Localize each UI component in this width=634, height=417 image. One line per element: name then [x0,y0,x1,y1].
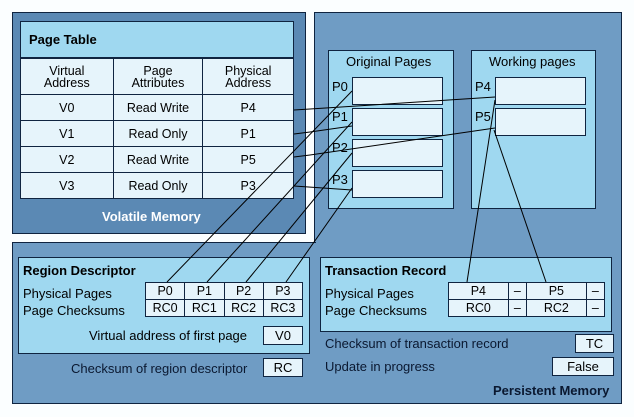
header-line: Virtual [49,63,85,78]
tr-checksum-cell: – [585,299,606,317]
page-table-title: Page Table [29,32,97,47]
virtual-address-cell: V1 [20,120,114,147]
tr-checksum-label: Checksum of transaction record [325,336,509,351]
rd-physical-pages-label: Physical Pages [23,286,112,301]
volatile-memory-label: Volatile Memory [102,209,201,224]
tr-checksum-value: TC [575,334,614,353]
first-page-label: Virtual address of first page [89,328,248,343]
working-pages-title: Working pages [489,54,576,69]
update-in-progress-label: Update in progress [325,359,435,374]
tr-page-cell: – [585,282,606,300]
transaction-record-title: Transaction Record [325,263,447,278]
tr-page-cell: P5 [525,282,587,300]
table-row: V1 Read Only P1 [20,120,294,147]
tr-checksums-row: RC0 – RC2 – [448,299,606,317]
rd-physical-pages-row: P0 P1 P2 P3 [144,282,304,300]
rd-checksum-label: Checksum of region descriptor [71,361,248,376]
table-row: V0 Read Write P4 [20,94,294,121]
rd-checksum-cell: RC1 [184,299,225,317]
working-page-p4 [495,77,586,105]
physical-address-cell: P4 [202,94,294,121]
page-attributes-cell: Read Write [112,94,204,121]
header-line: Address [225,75,272,90]
persistent-memory-label: Persistent Memory [493,383,610,398]
table-row: V3 Read Only P3 [20,172,294,199]
tr-page-cell: – [507,282,527,300]
table-row: V2 Read Write P5 [20,146,294,173]
tr-page-checksums-label: Page Checksums [325,303,427,318]
page-attributes-cell: Read Write [112,146,204,173]
header-line: Attributes [131,75,185,90]
virtual-address-cell: V0 [20,94,114,121]
rd-page-cell: P0 [144,282,186,300]
page-label-p1: P1 [332,109,348,124]
rd-page-cell: P2 [223,282,264,300]
rd-checksum-value: RC [263,358,303,377]
rd-checksum-cell: RC2 [223,299,264,317]
rd-checksums-row: RC0 RC1 RC2 RC3 [144,299,304,317]
original-pages-title: Original Pages [346,54,432,69]
original-page-p2 [352,139,443,167]
rd-page-cell: P1 [184,282,225,300]
header-line: Page [143,63,173,78]
region-descriptor-table: P0 P1 P2 P3 RC0 RC1 RC2 RC3 [144,282,304,317]
tr-checksum-cell: RC0 [448,299,509,317]
virtual-address-cell: V2 [20,146,114,173]
tr-page-cell: P4 [448,282,509,300]
page-label-p0: P0 [332,79,348,94]
physical-address-cell: P5 [202,146,294,173]
region-descriptor-title: Region Descriptor [23,263,136,278]
tr-physical-pages-label: Physical Pages [325,286,414,301]
original-page-p0 [352,77,443,105]
physical-address-cell: P1 [202,120,294,147]
tr-physical-pages-row: P4 – P5 – [448,282,606,300]
tr-checksum-cell: – [507,299,527,317]
first-page-value: V0 [263,326,303,345]
page-label-p4: P4 [475,79,491,94]
rd-checksum-cell: RC0 [144,299,186,317]
physical-address-cell: P3 [202,172,294,199]
page-label-p2: P2 [332,140,348,155]
working-page-p5 [495,108,586,136]
original-page-p1 [352,108,443,136]
rd-page-cell: P3 [262,282,304,300]
page-label-p3: P3 [332,172,348,187]
update-in-progress-value: False [552,357,614,376]
rd-checksum-cell: RC3 [262,299,304,317]
rd-page-checksums-label: Page Checksums [23,303,125,318]
persistent-memory-seam [312,243,316,403]
transaction-record-table: P4 – P5 – RC0 – RC2 – [448,282,606,317]
virtual-address-cell: V3 [20,172,114,199]
page-attributes-cell: Read Only [112,172,204,199]
header-line: Physical [224,63,272,78]
page-label-p5: P5 [475,109,491,124]
header-line: Address [43,75,90,90]
page-attributes-cell: Read Only [112,120,204,147]
original-page-p3 [352,170,443,198]
tr-checksum-cell: RC2 [525,299,587,317]
page-table-header [20,21,294,58]
